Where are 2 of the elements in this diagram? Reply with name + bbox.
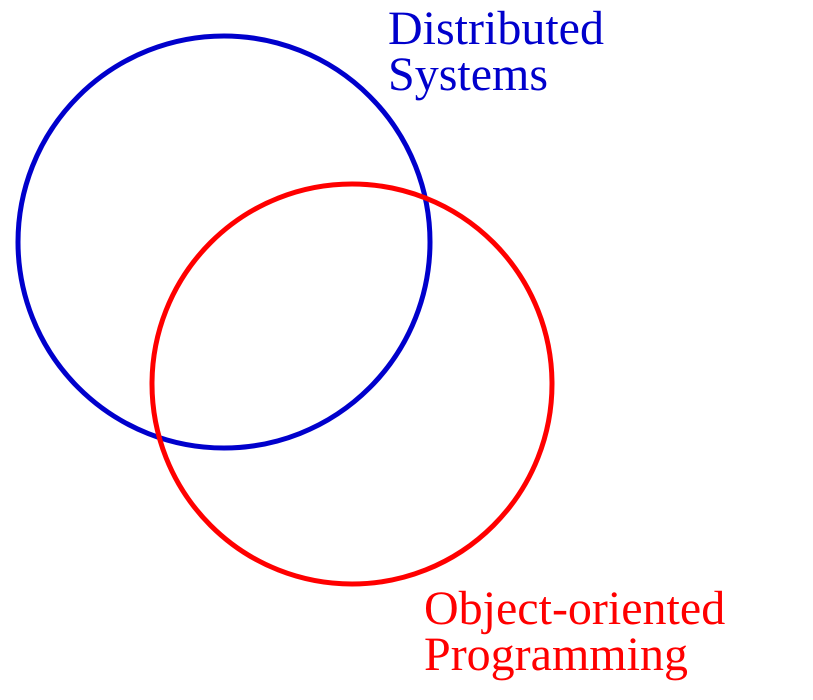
set-label: Distributed Systems: [388, 6, 605, 98]
set-label: Object-oriented Programming: [424, 586, 726, 678]
